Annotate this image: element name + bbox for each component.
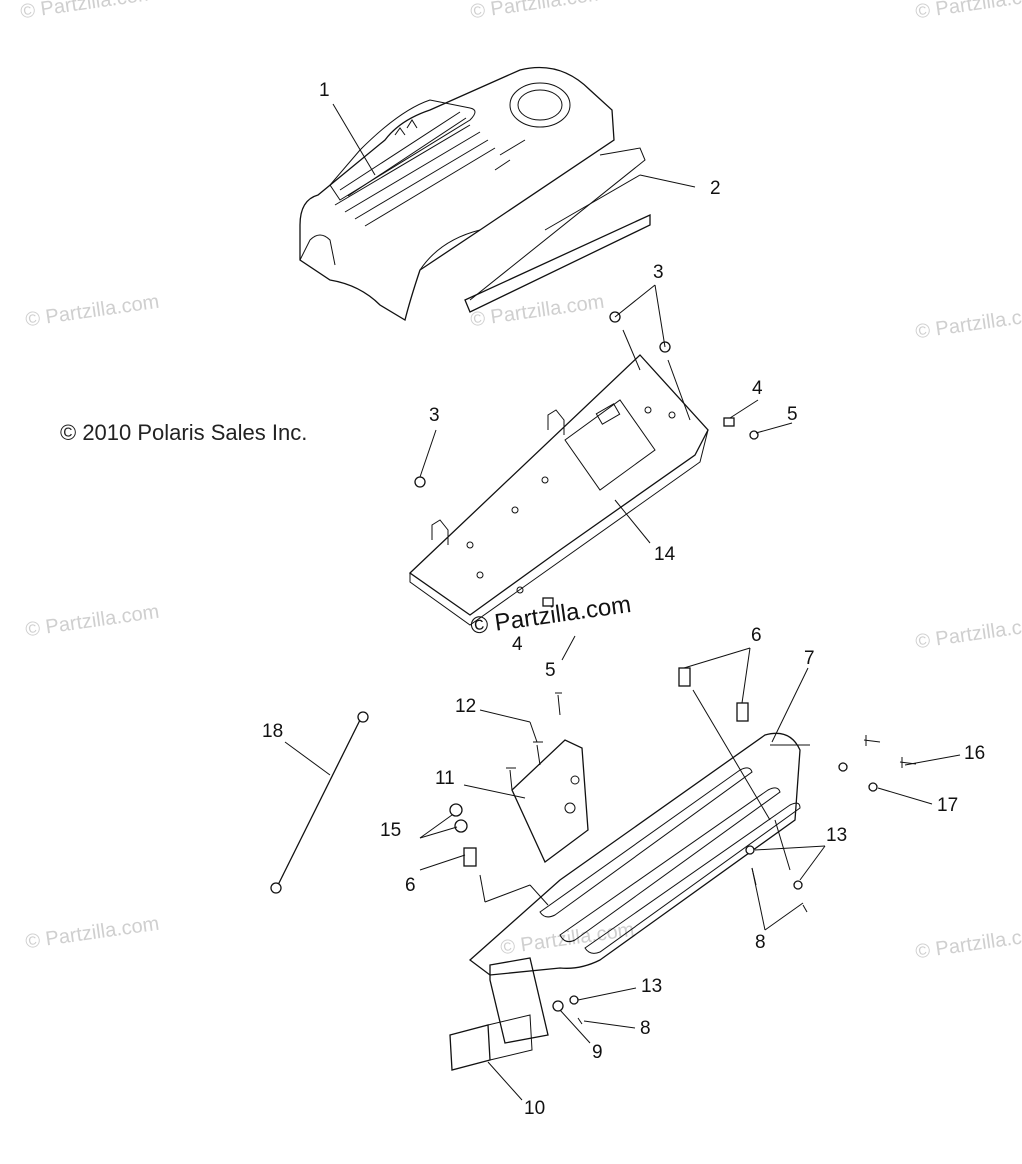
stud-6b [678,667,691,687]
bracket-10-part [449,957,549,1071]
step-tray-part [468,732,801,976]
nut-17b [868,782,878,792]
callout-6b: 6 [405,875,416,896]
callout-8b: 8 [640,1018,651,1039]
bolt-16a [863,735,881,746]
bracket-11-part [511,739,589,864]
nut-13c [569,995,579,1005]
callout-9: 9 [592,1042,603,1063]
callout-5a: 5 [787,404,798,425]
nut-13a [745,845,755,855]
callout-3b: 3 [429,405,440,426]
callout-4a: 4 [752,378,763,399]
callout-11: 11 [435,768,455,789]
callout-4b: 4 [512,634,523,655]
stud-6a [463,847,477,867]
callout-12: 12 [455,696,477,717]
bolt-8c [577,1017,583,1025]
screw-12b [533,741,543,766]
callout-14: 14 [654,544,676,565]
callout-18: 18 [262,721,284,742]
callout-2: 2 [710,178,721,199]
nut-9 [552,1000,564,1012]
screw-5a [749,430,759,440]
screw-12a [506,767,516,791]
callout-6a: 6 [751,625,762,646]
mounting-plate-part [408,354,709,626]
leader-lines [284,103,961,1101]
nut-3c [414,476,426,488]
nut-13b [793,880,803,890]
strip-part [464,147,651,313]
nut-15a [449,803,463,817]
callout-3a: 3 [653,262,664,283]
copyright-text: © 2010 Polaris Sales Inc. [60,420,308,445]
bolt-8b [802,904,808,913]
console-cover-part [299,66,615,322]
stud-6c [736,702,749,722]
nut-15b [454,819,468,833]
nut-17a [838,762,848,772]
clip-4a [723,417,735,427]
callout-15: 15 [380,820,402,841]
callout-13a: 13 [826,825,848,846]
callout-7: 7 [804,648,815,669]
rod-18-part [270,711,369,894]
callout-13b: 13 [641,976,663,997]
callout-16: 16 [964,743,986,764]
clip-4b [542,597,554,607]
callout-1: 1 [319,80,330,101]
callout-10: 10 [524,1098,546,1119]
bolt-16b [899,757,917,768]
callout-8a: 8 [755,932,766,953]
callout-17: 17 [937,795,959,816]
callout-5b: 5 [545,660,556,681]
screw-5b [555,692,562,716]
